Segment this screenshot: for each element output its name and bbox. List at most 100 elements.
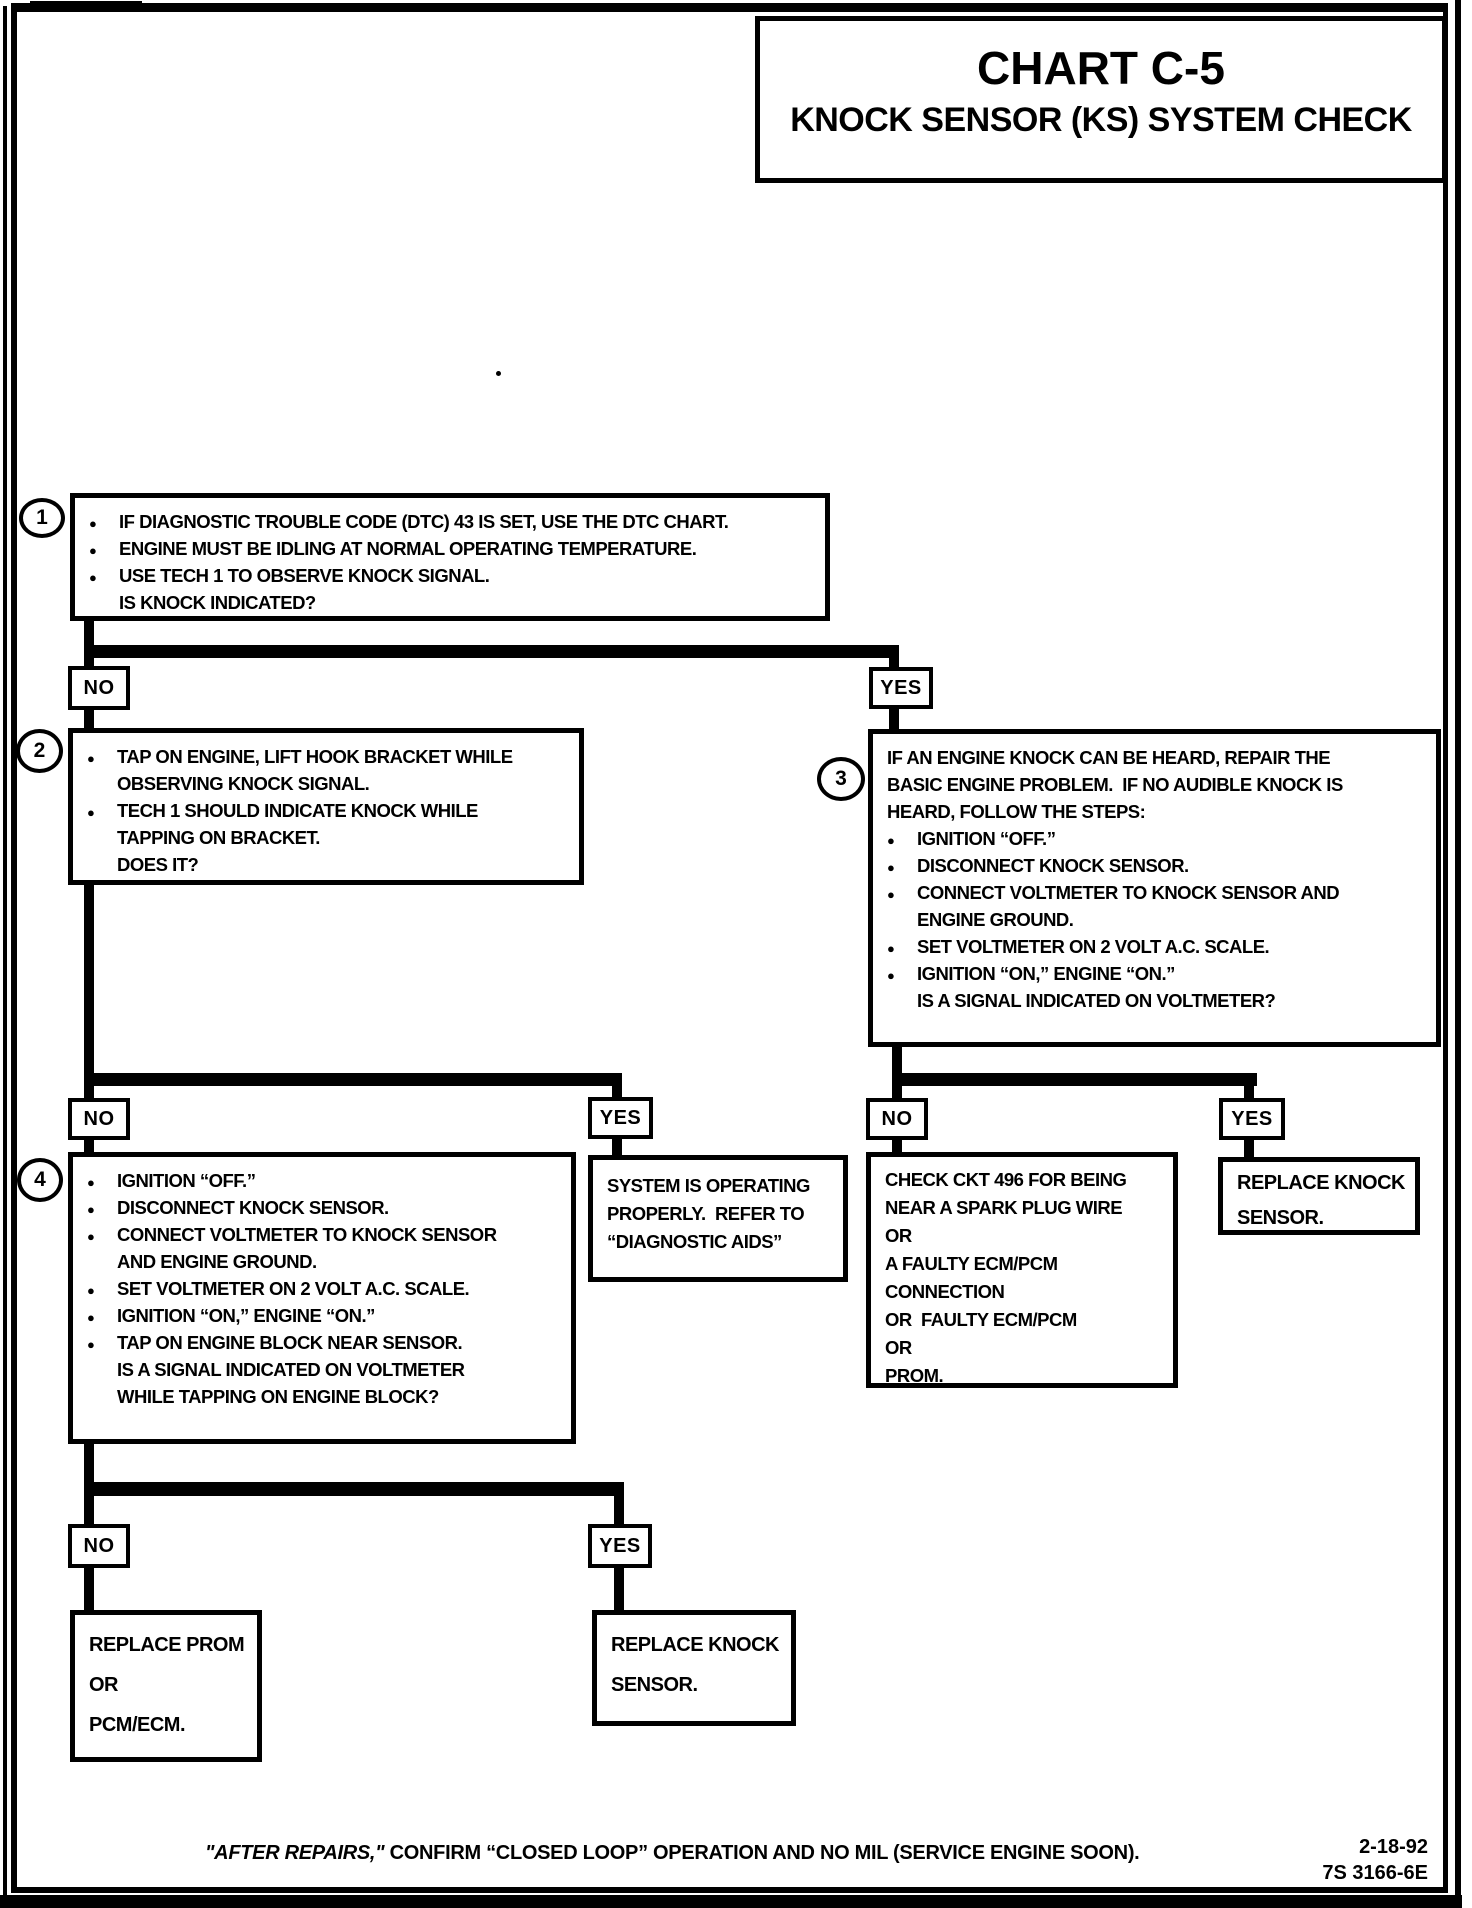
title-box: CHART C-5 KNOCK SENSOR (KS) SYSTEM CHECK	[755, 16, 1447, 183]
line-text: NEAR A SPARK PLUG WIRE	[885, 1197, 1123, 1218]
bullet-icon: ●	[87, 1337, 95, 1352]
text-line: ●CONNECT VOLTMETER TO KNOCK SENSOR AND	[887, 879, 1430, 906]
line-text: IGNITION “OFF.”	[117, 1170, 256, 1191]
decision-label-no-2: NO	[68, 1098, 130, 1140]
connector-line	[84, 645, 899, 658]
footer-note-italic: "AFTER REPAIRS,"	[205, 1842, 385, 1864]
line-text: PROPERLY. REFER TO	[607, 1203, 805, 1224]
text-line: PROM.	[885, 1362, 1167, 1390]
line-text: DISCONNECT KNOCK SENSOR.	[917, 855, 1189, 876]
text-line: ● TAP ON ENGINE, LIFT HOOK BRACKET WHILE	[87, 743, 573, 770]
text-line: ●IGNITION “ON,” ENGINE “ON.”	[87, 1302, 565, 1329]
text-line: OR FAULTY ECM/PCM	[885, 1306, 1167, 1334]
step-number-badge-3: 3	[817, 757, 865, 801]
step-number-badge-2: 2	[16, 729, 63, 773]
line-text: OR	[885, 1337, 912, 1358]
decision-label-yes-1: YES	[869, 667, 933, 709]
scan-artifact-dot	[496, 371, 501, 376]
connector-line	[892, 1084, 902, 1100]
text-line: REPLACE KNOCK	[611, 1625, 785, 1665]
line-text: SET VOLTMETER ON 2 VOLT A.C. SCALE.	[117, 1278, 470, 1299]
text-line: “DIAGNOSTIC AIDS”	[607, 1228, 837, 1256]
bullet-icon: ●	[87, 1175, 95, 1190]
connector-line	[84, 883, 94, 1076]
connector-line	[84, 1566, 94, 1612]
text-line: OR	[89, 1665, 251, 1705]
document-number: 7S 3166-6E	[1322, 1862, 1428, 1884]
document-reference: 2-18-92 7S 3166-6E	[1228, 1834, 1428, 1886]
text-line: SENSOR.	[611, 1665, 785, 1705]
text-line: ● IF DIAGNOSTIC TROUBLE CODE (DTC) 43 IS …	[89, 508, 819, 535]
text-line: SYSTEM IS OPERATING	[607, 1172, 837, 1200]
text-line: CHECK CKT 496 FOR BEING	[885, 1166, 1167, 1194]
connector-line	[84, 1482, 624, 1496]
text-line: PCM/ECM.	[89, 1705, 251, 1745]
line-text: CHECK CKT 496 FOR BEING	[885, 1169, 1127, 1190]
connector-line	[889, 655, 899, 669]
text-line: IS KNOCK INDICATED?	[89, 589, 819, 616]
bullet-icon: ●	[89, 516, 97, 531]
text-line: OR	[885, 1222, 1167, 1250]
text-line: WHILE TAPPING ON ENGINE BLOCK?	[87, 1383, 565, 1410]
line-text: TAPPING ON BRACKET.	[117, 827, 320, 848]
text-line: NEAR A SPARK PLUG WIRE	[885, 1194, 1167, 1222]
text-line: A FAULTY ECM/PCM	[885, 1250, 1167, 1278]
line-text: PCM/ECM.	[89, 1714, 186, 1736]
step-box-2-content: ● TAP ON ENGINE, LIFT HOOK BRACKET WHILE O…	[73, 733, 579, 878]
line-text: OBSERVING KNOCK SIGNAL.	[117, 773, 370, 794]
line-text: ENGINE GROUND.	[917, 909, 1074, 930]
connector-line	[892, 1045, 902, 1075]
step-number-badge-4: 4	[17, 1158, 63, 1202]
text-line: IF AN ENGINE KNOCK CAN BE HEARD, REPAIR …	[887, 744, 1430, 771]
step-box-1-content: ● IF DIAGNOSTIC TROUBLE CODE (DTC) 43 IS …	[75, 498, 825, 616]
text-line: REPLACE KNOCK	[1237, 1166, 1409, 1201]
step-number-badge-1: 1	[19, 498, 65, 538]
footer-note: "AFTER REPAIRS," CONFIRM “CLOSED LOOP” O…	[205, 1842, 1140, 1865]
bullet-icon: ●	[87, 751, 95, 766]
text-line: DOES IT?	[87, 851, 573, 878]
text-line: ●USE TECH 1 TO OBSERVE KNOCK SIGNAL.	[89, 562, 819, 589]
bullet-icon: ●	[887, 833, 895, 848]
chart-title: CHART C-5	[977, 42, 1225, 94]
text-line: SENSOR.	[1237, 1201, 1409, 1236]
connector-line	[84, 708, 94, 730]
line-text: IS A SIGNAL INDICATED ON VOLTMETER?	[917, 990, 1276, 1011]
bullet-icon: ●	[87, 1283, 95, 1298]
line-text: TECH 1 SHOULD INDICATE KNOCK WHILE	[117, 800, 478, 821]
line-text: PROM.	[885, 1365, 944, 1386]
bullet-icon: ●	[87, 805, 95, 820]
line-text: DOES IT?	[117, 854, 199, 875]
line-text: SENSOR.	[611, 1674, 698, 1696]
step-box-2: ● TAP ON ENGINE, LIFT HOOK BRACKET WHILE O…	[68, 728, 584, 885]
step-box-4-content: ● IGNITION “OFF.” ● DISCONNECT KNOCK SENSOR…	[73, 1157, 571, 1410]
line-text: TAP ON ENGINE, LIFT HOOK BRACKET WHILE	[117, 746, 513, 767]
text-line: ●SET VOLTMETER ON 2 VOLT A.C. SCALE.	[887, 933, 1430, 960]
text-line: ●TAP ON ENGINE BLOCK NEAR SENSOR.	[87, 1329, 565, 1356]
text-line: ● SET VOLTMETER ON 2 VOLT A.C. SCALE.	[87, 1275, 565, 1302]
text-line: AND ENGINE GROUND.	[87, 1248, 565, 1275]
line-text: DISCONNECT KNOCK SENSOR.	[117, 1197, 389, 1218]
bullet-icon: ●	[89, 543, 97, 558]
revision-date: 2-18-92	[1359, 1836, 1428, 1858]
line-text: CONNECT VOLTMETER TO KNOCK SENSOR	[117, 1224, 497, 1245]
connector-line	[84, 1084, 94, 1100]
line-text: REPLACE PROM	[89, 1634, 245, 1656]
connector-line	[84, 1138, 94, 1154]
connector-line	[614, 1566, 624, 1612]
text-line: CONNECTION	[885, 1278, 1167, 1306]
bullet-icon: ●	[887, 887, 895, 902]
line-text: IF DIAGNOSTIC TROUBLE CODE (DTC) 43 IS S…	[119, 511, 729, 532]
result-box-check-ckt-496-content: CHECK CKT 496 FOR BEING NEAR A SPARK PLUG…	[871, 1157, 1173, 1390]
line-text: ENGINE MUST BE IDLING AT NORMAL OPERATIN…	[119, 538, 697, 559]
decision-label-no-4: NO	[68, 1524, 130, 1568]
step-box-3: IF AN ENGINE KNOCK CAN BE HEARD, REPAIR …	[868, 729, 1441, 1047]
text-line: ●IGNITION “OFF.”	[887, 825, 1430, 852]
connector-line	[84, 655, 94, 668]
connector-line	[84, 1442, 94, 1484]
connector-line	[614, 1494, 624, 1526]
text-line: ● ENGINE MUST BE IDLING AT NORMAL OPERATI…	[89, 535, 819, 562]
text-line: ● TECH 1 SHOULD INDICATE KNOCK WHILE	[87, 797, 573, 824]
text-line: ●IGNITION “ON,” ENGINE “ON.”	[887, 960, 1430, 987]
